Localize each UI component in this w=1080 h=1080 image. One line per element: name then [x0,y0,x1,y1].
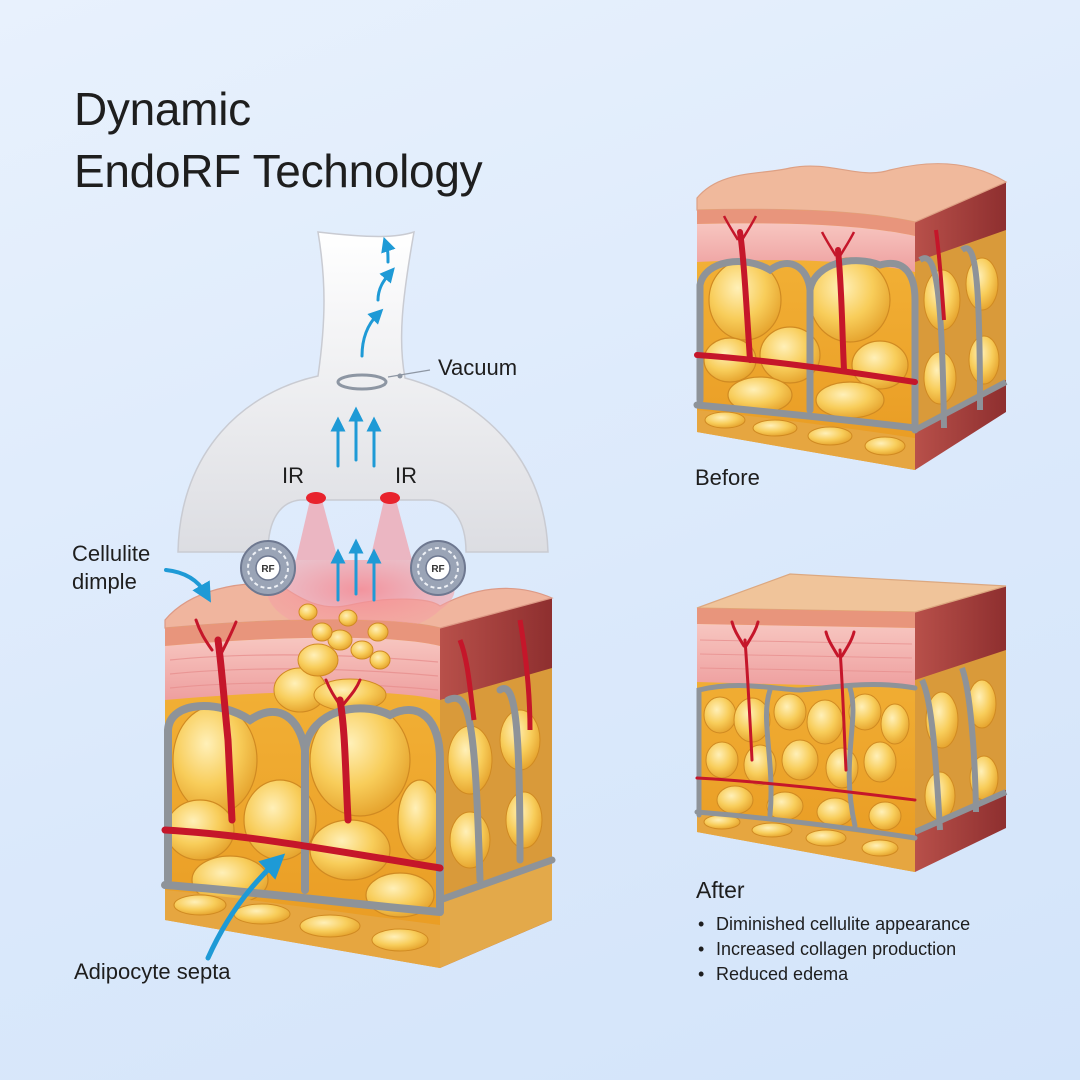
cellulite-label-line-2: dimple [72,569,137,594]
cellulite-label-line-1: Cellulite [72,541,151,566]
title-line-2: EndoRF Technology [74,145,483,197]
after-benefits-list: Diminished cellulite appearance Increase… [696,912,970,987]
main-skin-block [161,560,556,968]
flow-arrow-3 [381,236,396,264]
page-title: Dynamic EndoRF Technology [74,78,483,202]
ir-emitter-right [380,492,400,504]
vacuum-flow-arrows [330,236,396,468]
ir-label-left: IR [282,463,304,488]
ir-emitter-left [306,492,326,504]
title-line-1: Dynamic [74,83,251,135]
benefit-item: Diminished cellulite appearance [696,912,970,937]
vacuum-ring [336,373,388,391]
heat-up-arrows [330,538,382,602]
flow-arrow-2 [376,267,395,302]
cellulite-dimple-label: Cellulite dimple [72,540,150,596]
vacuum-pointer [387,369,431,378]
adipocyte-septa-label: Adipocyte septa [74,959,231,984]
rf-roller-left: RF [240,540,296,596]
rf-label-left: RF [261,564,274,575]
adipocyte-septa [161,702,444,916]
device-handpiece [177,230,549,553]
benefit-item: Increased collagen production [696,937,970,962]
ir-label-right: IR [395,463,417,488]
cellulite-pointer-arrow [164,568,211,603]
flow-arrow-1 [360,308,384,358]
septa-pointer-arrow [205,853,286,961]
before-label: Before [695,465,760,490]
benefit-item: Reduced edema [696,962,970,987]
rf-roller-right: RF [410,540,466,596]
vacuum-label: Vacuum [438,355,518,380]
blood-vessels [161,636,444,872]
after-label: After [696,877,745,903]
endorf-device [177,230,549,560]
before-skin-block [693,162,1008,470]
ir-beam-left [296,500,338,560]
after-skin-block [694,573,1008,872]
rf-label-right: RF [431,564,444,575]
ir-beam-right [370,500,412,560]
